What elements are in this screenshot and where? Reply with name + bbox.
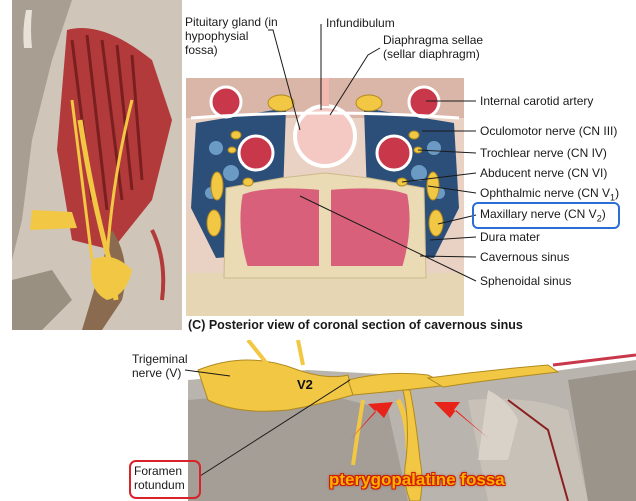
internal-carotid-upper-right (407, 85, 441, 119)
internal-carotid-right (375, 134, 413, 172)
trochlear-label: Trochlear nerve (CN IV) (480, 146, 607, 160)
v2-label: V2 (297, 377, 313, 392)
maxillary-label: Maxillary nerve (CN V2) (480, 207, 606, 224)
dissection-illustration-left (12, 0, 182, 330)
foramen-rotundum-box (129, 460, 201, 499)
maxillary-highlight-box (472, 202, 620, 229)
red-arrows (350, 402, 488, 440)
coronal-section-drawing (186, 78, 464, 316)
pituitary-gland (293, 104, 357, 168)
diaphragma-sellae-label: Diaphragma sellae (sellar diaphragm) (383, 33, 484, 61)
sphenoidal-sinus-right (327, 184, 414, 270)
figure-caption: (C) Posterior view of coronal section of… (188, 318, 523, 332)
infundibulum-label: Infundibulum (326, 16, 395, 30)
pterygopalatine-ganglion (402, 389, 423, 501)
oculomotor-label: Oculomotor nerve (CN III) (480, 124, 618, 138)
internal-carotid-upper-left (209, 85, 243, 119)
pituitary-label: Pituitary gland (in hypophysial fossa) (185, 15, 278, 57)
pterygopalatine-fossa-label: pterygopalatine fossa (329, 470, 505, 489)
coronal-section-cavernous-sinus (186, 78, 464, 316)
cavernous-sinus-label: Cavernous sinus (480, 250, 570, 264)
trigeminal-label: Trigeminal nerve (V) (132, 352, 188, 380)
foramen-rotundum-label: Foramen rotundum (134, 464, 185, 492)
internal-carotid-left (237, 134, 275, 172)
dissection-drawing (12, 0, 182, 330)
abducent-label: Abducent nerve (CN VI) (480, 166, 608, 180)
ophthalmic-label: Ophthalmic nerve (CN V1) (480, 186, 620, 203)
sphenoidal-sinus-label: Sphenoidal sinus (480, 274, 572, 288)
internal-carotid-label: Internal carotid artery (480, 94, 594, 108)
sphenoidal-sinus-left (236, 184, 323, 270)
dura-mater-label: Dura mater (480, 230, 541, 244)
